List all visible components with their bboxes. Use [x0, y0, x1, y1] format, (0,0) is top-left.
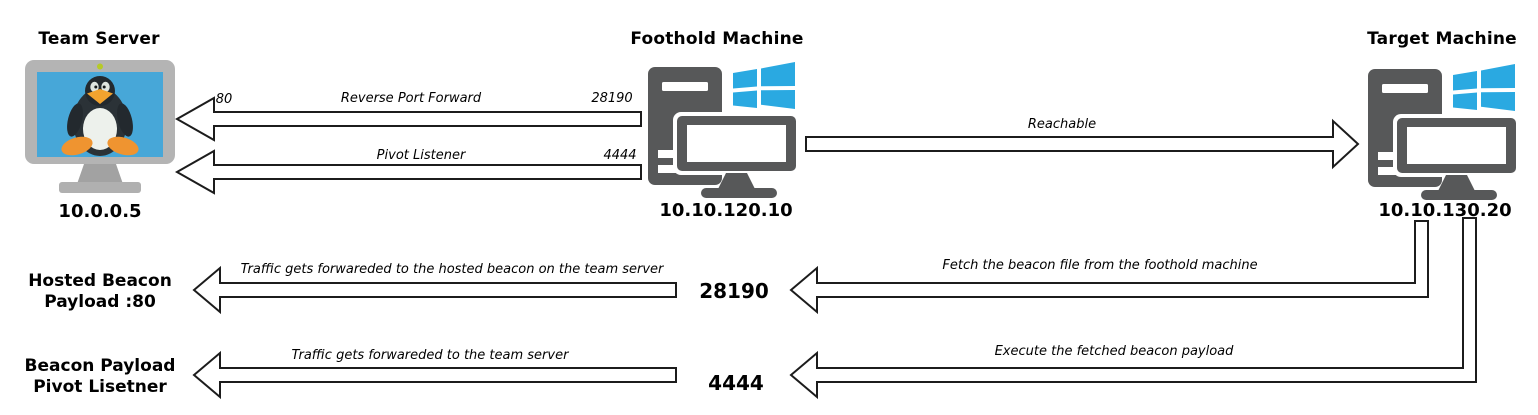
team-server-title: Team Server [38, 29, 160, 49]
hosted-beacon-endpoint: Hosted Beacon Payload :80 [28, 271, 172, 313]
endpoint-line1: Beacon Payload [24, 356, 176, 376]
endpoint-line1: Hosted Beacon [28, 271, 172, 291]
team-server-ip: 10.0.0.5 [58, 201, 142, 222]
pivot-listener-endpoint: Beacon Payload Pivot Lisetner [25, 356, 176, 398]
src-port-label: 28190 [591, 91, 633, 106]
port-4444-label: 4444 [708, 371, 764, 395]
monitor [1393, 114, 1520, 200]
screen [1407, 127, 1506, 164]
forward-to-hosted-beacon-arrow [192, 265, 677, 315]
windows-computer-icon [648, 62, 800, 198]
screen [687, 125, 786, 162]
windows-logo-icon [733, 62, 795, 109]
pivot-listener-port-label: 4444 [603, 148, 637, 163]
monitor [673, 112, 800, 198]
port-28190-label: 28190 [699, 279, 769, 303]
webcam-dot [97, 63, 103, 70]
reachable-label: Reachable [1027, 117, 1097, 132]
forward-to-team-server-arrow [192, 350, 677, 400]
reverse-port-forward-label: Reverse Port Forward [340, 91, 482, 106]
fetch-beacon-file-label: Fetch the beacon file from the foothold … [942, 258, 1258, 273]
target-machine-ip: 10.10.130.20 [1378, 200, 1512, 221]
windows-logo-icon [1453, 64, 1515, 111]
target-machine-title: Target Machine [1367, 29, 1517, 49]
endpoint-line2: Pivot Lisetner [33, 377, 167, 397]
windows-computer-icon [1368, 64, 1520, 200]
execute-beacon-payload-label: Execute the fetched beacon payload [994, 344, 1234, 359]
tux-icon [61, 76, 139, 156]
endpoint-line2: Payload :80 [44, 292, 156, 312]
pivot-listener-label: Pivot Listener [376, 148, 466, 163]
reachable-arrow [805, 118, 1360, 170]
pivot-listener-arrow [174, 149, 642, 195]
monitor-stand [59, 164, 141, 193]
fetch-beacon-file-arrow [789, 220, 1429, 315]
forward-to-team-server-label: Traffic gets forwareded to the team serv… [291, 348, 569, 363]
dest-port-label: 80 [215, 92, 233, 107]
foothold-machine-ip: 10.10.120.10 [659, 200, 793, 221]
linux-computer-icon [25, 60, 175, 193]
execute-beacon-payload-arrow [789, 217, 1477, 400]
forward-to-hosted-beacon-label: Traffic gets forwareded to the hosted be… [240, 262, 664, 277]
foothold-machine-title: Foothold Machine [630, 29, 804, 49]
reverse-port-forward-arrow [174, 96, 642, 142]
